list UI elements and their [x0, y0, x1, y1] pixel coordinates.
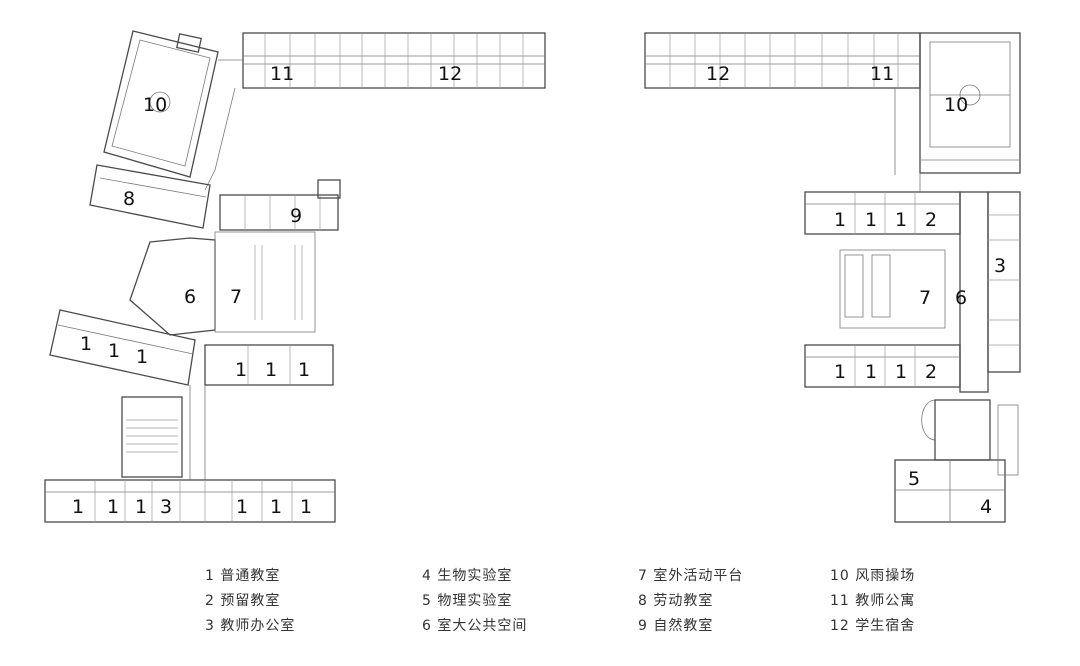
left-block-9: [219, 194, 339, 231]
left-floor-plan: 10 11 12 8 9 6 7 1 1 1 1 1 1 1 1 1 3 1 1…: [44, 30, 546, 523]
left-label-classroom: 1: [265, 359, 277, 381]
right-platform-7: [839, 249, 946, 329]
left-label-classroom: 1: [107, 496, 119, 518]
right-label-classroom: 1: [895, 209, 907, 231]
legend-item: 6 室大公共空间: [422, 618, 528, 634]
legend: 1 普通教室 2 预留教室 3 教师办公室 4 生物实验室 5 物理实验室 6 …: [0, 560, 1080, 660]
left-label-classroom: 1: [72, 496, 84, 518]
right-label-gym: 10: [944, 94, 968, 116]
legend-item: 4 生物实验室: [422, 568, 513, 584]
left-label-classroom: 1: [235, 359, 247, 381]
left-label-outdoor-platform: 7: [230, 286, 242, 308]
right-label-outdoor-platform: 7: [919, 287, 931, 309]
right-classroom-wing-b: [804, 344, 961, 388]
right-label-classroom: 1: [865, 361, 877, 383]
left-label-public-space: 6: [184, 286, 196, 308]
left-gym-block: [103, 30, 219, 178]
legend-item: 7 室外活动平台: [638, 568, 744, 584]
right-label-classroom: 1: [834, 209, 846, 231]
legend-item: 8 劳动教室: [638, 593, 714, 609]
left-label-teacher-apartment: 11: [270, 63, 294, 85]
left-label-classroom: 1: [300, 496, 312, 518]
left-classroom-wing-a: [49, 309, 196, 386]
floor-plan-drawing: 10 11 12 8 9 6 7 1 1 1 1 1 1 1 1 1 3 1 1…: [44, 30, 1021, 523]
left-auditorium: [121, 396, 183, 478]
left-label-classroom: 1: [136, 346, 148, 368]
legend-item: 2 预留教室: [205, 593, 281, 609]
left-label-classroom: 1: [108, 340, 120, 362]
left-label-classroom: 1: [135, 496, 147, 518]
right-label-reserved-room: 2: [925, 209, 937, 231]
right-label-biology-lab: 4: [980, 496, 992, 518]
right-label-teacher-office: 3: [994, 255, 1006, 277]
legend-item: 10 风雨操场: [830, 568, 916, 584]
right-label-classroom: 1: [895, 361, 907, 383]
right-floor-plan: 12 11 10 1 1 1 2 3 7 6 1 1 1 2 5 4: [644, 32, 1021, 523]
left-label-teacher-office: 3: [160, 496, 172, 518]
left-classroom-wing-b: [204, 344, 334, 386]
left-label-classroom: 1: [80, 333, 92, 355]
left-atrium-6: [129, 237, 216, 336]
left-dorm-wing: [242, 32, 546, 89]
legend-item: 5 物理实验室: [422, 593, 513, 609]
right-label-public-space: 6: [955, 287, 967, 309]
right-label-teacher-apartment: 11: [870, 63, 894, 85]
left-label-classroom: 1: [270, 496, 282, 518]
right-label-classroom: 1: [865, 209, 877, 231]
legend-item: 11 教师公寓: [830, 593, 916, 609]
left-label-gym: 10: [143, 94, 167, 116]
legend-item: 9 自然教室: [638, 618, 714, 634]
left-label-nature-room: 9: [290, 205, 302, 227]
right-service-block: [987, 191, 1021, 373]
legend-item: 12 学生宿舍: [830, 618, 916, 634]
left-label-labor-room: 8: [123, 188, 135, 210]
left-label-classroom: 1: [236, 496, 248, 518]
right-label-reserved-room: 2: [925, 361, 937, 383]
legend-item: 1 普通教室: [205, 568, 281, 584]
right-label-classroom: 1: [834, 361, 846, 383]
left-block-8: [89, 164, 211, 229]
left-classroom-wing-c: [44, 479, 336, 523]
left-label-classroom: 1: [298, 359, 310, 381]
right-gym-block: [919, 32, 1021, 174]
right-label-dorm: 12: [706, 63, 730, 85]
left-label-dorm: 12: [438, 63, 462, 85]
right-label-physics-lab: 5: [908, 468, 920, 490]
left-platform-7: [214, 231, 316, 333]
legend-item: 3 教师办公室: [205, 618, 296, 634]
